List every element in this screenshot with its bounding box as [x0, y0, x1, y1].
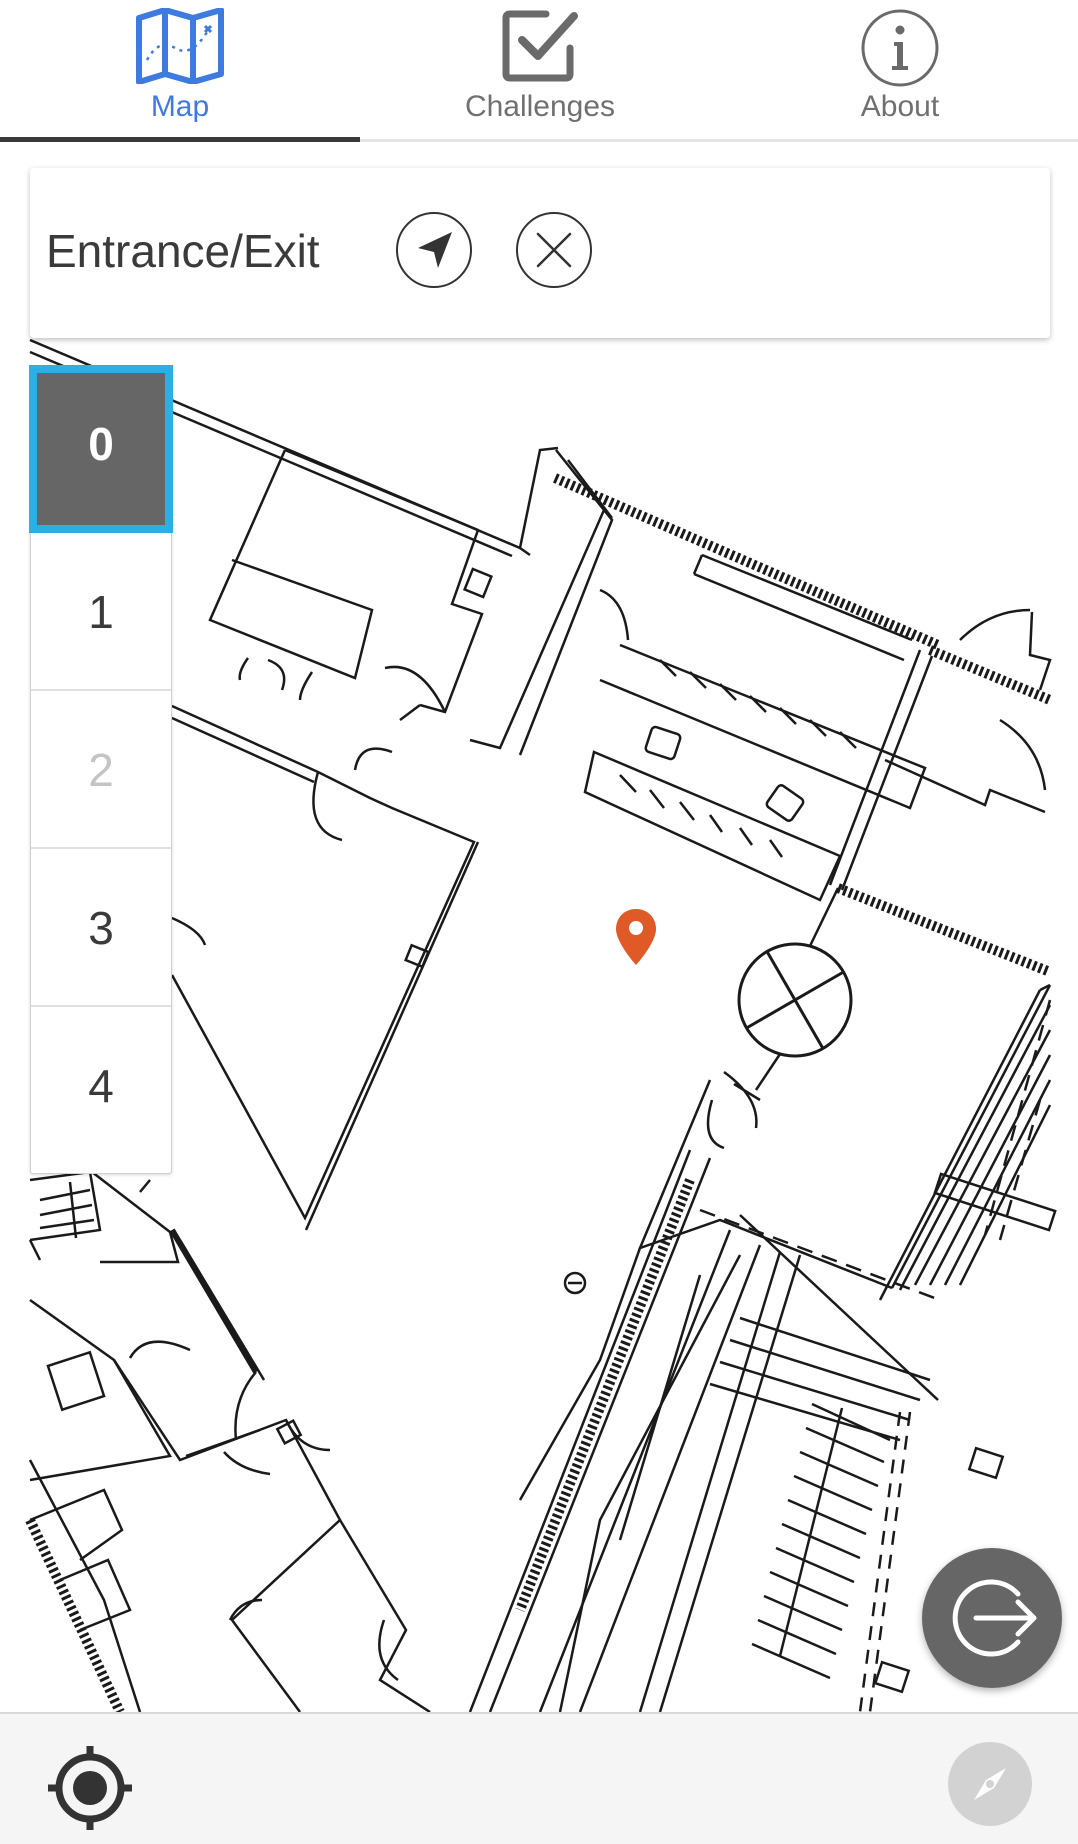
active-tab-indicator: [0, 137, 360, 142]
tab-challenges[interactable]: Challenges: [360, 0, 720, 142]
floor-button-3[interactable]: 3: [31, 849, 171, 1007]
navigate-button[interactable]: [396, 212, 472, 288]
tab-about-label: About: [860, 90, 940, 123]
close-destination-button[interactable]: [516, 212, 592, 288]
exit-icon: [952, 1579, 1037, 1657]
tab-bar-divider: [0, 139, 1078, 142]
checkbox-icon: [500, 8, 580, 89]
my-location-icon: [48, 1746, 132, 1830]
destination-title: Entrance/Exit: [46, 225, 320, 277]
floor-button-1[interactable]: 1: [31, 533, 171, 691]
tab-challenges-label: Challenges: [464, 90, 616, 123]
floor-plan-map[interactable]: [0, 142, 1078, 1712]
tab-map-label: Map: [150, 90, 210, 123]
floor-button-2: 2: [31, 691, 171, 849]
floor-plan-drawing: [25, 338, 1057, 1712]
location-pin-icon: [616, 909, 656, 965]
map-icon: [135, 7, 225, 89]
tab-map[interactable]: Map: [0, 0, 360, 142]
floor-selector: 0 1 2 3 4: [29, 365, 173, 1174]
navigate-arrow-icon: [418, 232, 452, 268]
compass-button[interactable]: [948, 1742, 1032, 1826]
info-icon: [860, 8, 940, 93]
floor-button-0[interactable]: 0: [29, 365, 173, 533]
close-icon: [536, 232, 572, 268]
exit-button[interactable]: [922, 1548, 1062, 1688]
compass-icon: [974, 1768, 1006, 1800]
tab-about[interactable]: About: [720, 0, 1078, 142]
tab-bar: Map Challenges About: [0, 0, 1078, 142]
bottom-bar: [0, 1712, 1078, 1844]
destination-marker[interactable]: [614, 907, 658, 967]
floor-button-4[interactable]: 4: [88, 1060, 114, 1112]
my-location-button[interactable]: [46, 1744, 134, 1832]
destination-card: Entrance/Exit: [30, 168, 1050, 338]
